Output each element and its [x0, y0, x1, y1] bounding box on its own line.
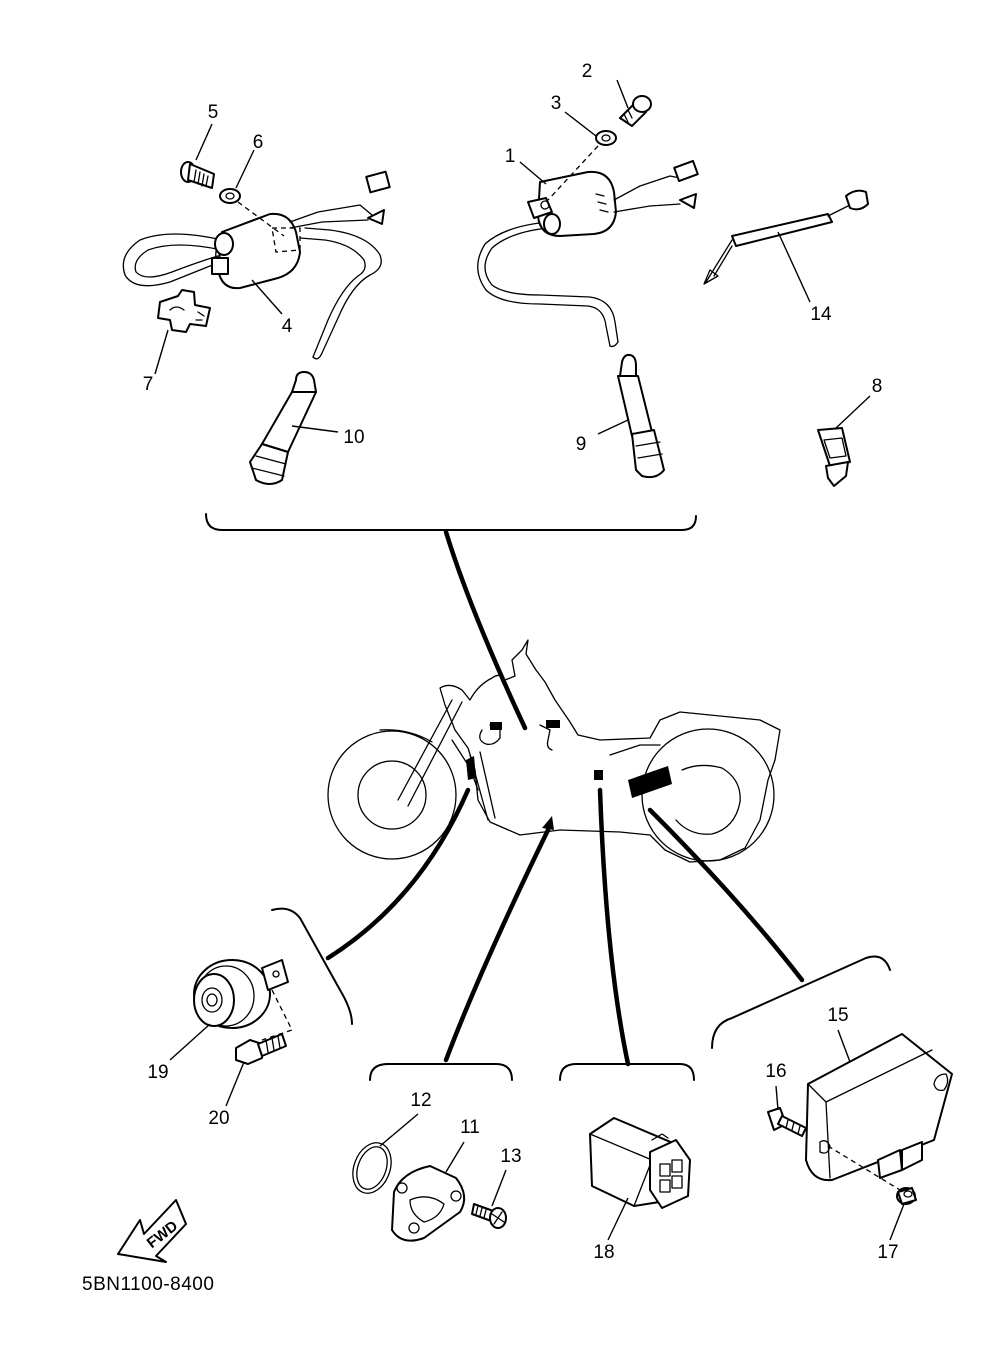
label-part-2: 2 [582, 61, 593, 82]
label-part-5: 5 [208, 102, 219, 123]
oring-12 [352, 1142, 392, 1194]
part-labels: 1 2 3 4 5 6 7 8 9 10 11 12 13 14 15 16 1… [143, 61, 899, 1263]
forward-direction-arrow: FWD [117, 1199, 187, 1263]
clamp-8 [817, 427, 851, 487]
label-part-7: 7 [143, 374, 154, 395]
label-part-9: 9 [576, 434, 587, 455]
collar-17 [896, 1187, 917, 1205]
label-part-18: 18 [593, 1242, 614, 1263]
label-part-1: 1 [505, 146, 516, 167]
label-part-14: 14 [810, 304, 832, 325]
sensor-cover-11 [391, 1165, 466, 1242]
rectifier-15 [805, 1033, 953, 1191]
bolt-16 [767, 1107, 807, 1137]
label-part-17: 17 [877, 1242, 898, 1263]
label-part-15: 15 [827, 1005, 848, 1026]
motorcycle-outline [327, 639, 781, 863]
label-part-10: 10 [343, 427, 364, 448]
screw-13 [471, 1203, 507, 1229]
bolt-20 [235, 1033, 287, 1065]
coil-bracket [157, 289, 211, 333]
plug-cap-right [617, 353, 665, 479]
label-part-20: 20 [208, 1108, 229, 1129]
leader-rectifier [647, 807, 805, 983]
diagram-code: 5BN1100-8400 [82, 1274, 214, 1295]
label-part-11: 11 [460, 1117, 480, 1138]
brace-relay [559, 1063, 695, 1081]
bolt-5 [180, 161, 215, 189]
relay-18 [589, 1117, 691, 1209]
brace-sensor [369, 1063, 513, 1081]
label-part-12: 12 [410, 1090, 431, 1111]
label-part-6: 6 [253, 132, 264, 153]
top-group-brace [205, 513, 697, 531]
label-part-13: 13 [500, 1146, 521, 1167]
brace-rectifier [711, 955, 891, 1049]
horn-19 [193, 959, 293, 1041]
washer-6 [219, 188, 285, 237]
ignition-coil-left [122, 170, 391, 360]
brace-horn [271, 907, 353, 1025]
washer-3 [547, 130, 617, 201]
label-leaders [154, 79, 905, 1241]
ignition-coil-right [477, 160, 699, 348]
leader-sensor [443, 827, 551, 1063]
label-part-3: 3 [551, 93, 562, 114]
top-group-leader [443, 529, 528, 731]
label-part-19: 19 [147, 1062, 168, 1083]
label-part-8: 8 [872, 376, 883, 397]
label-part-4: 4 [282, 316, 293, 337]
label-part-16: 16 [765, 1061, 786, 1082]
lead-wire-14 [703, 189, 869, 285]
leader-horn [325, 787, 471, 961]
plug-cap-left [249, 371, 317, 485]
bolt-2 [619, 95, 652, 127]
leader-relay [597, 787, 631, 1067]
